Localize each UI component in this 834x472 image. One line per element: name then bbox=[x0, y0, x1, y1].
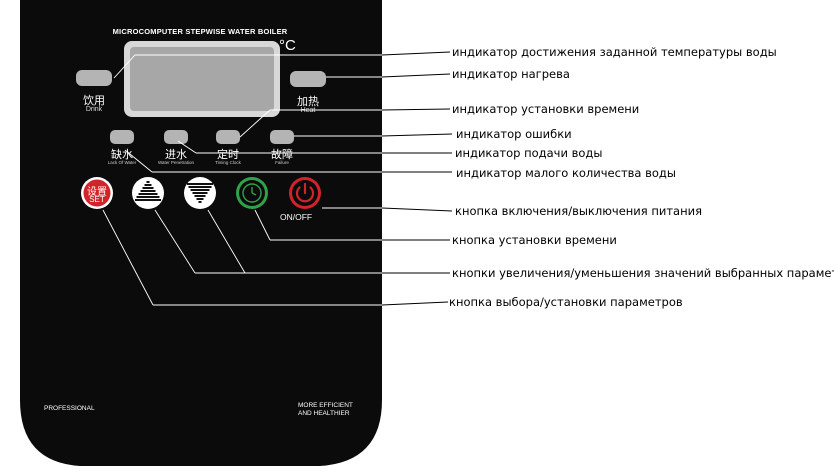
indicator-timing-clock bbox=[216, 130, 240, 144]
leader-clock bbox=[254, 209, 271, 241]
leader-drink bbox=[113, 54, 272, 79]
indicator-heat bbox=[290, 71, 326, 87]
label-error: индикатор ошибки bbox=[456, 127, 572, 141]
clock-icon bbox=[242, 183, 262, 203]
panel-title: MICROCOMPUTER STEPWISE WATER BOILER bbox=[112, 27, 288, 36]
timing-clock-label-cn: 定时 bbox=[217, 148, 239, 161]
footer-slogan-1: MORE EFFICIENT bbox=[298, 402, 353, 409]
label-power-button: кнопка включения/выключения питания bbox=[455, 204, 702, 218]
label-water-supply: индикатор подачи воды bbox=[455, 146, 603, 160]
indicator-drink bbox=[76, 70, 112, 86]
label-low-water: индикатор малого количества воды bbox=[456, 166, 676, 180]
celsius-unit: °C bbox=[279, 37, 296, 54]
set-button[interactable] bbox=[81, 177, 113, 209]
set-button-label-en: SET bbox=[89, 195, 105, 204]
leader-set bbox=[102, 209, 154, 306]
lack-of-water-label-en: Lack Of Water bbox=[107, 160, 137, 165]
triangle-down-icon bbox=[187, 183, 213, 203]
leader-timer-indicator bbox=[239, 109, 271, 138]
water-penetration-label-cn: 进水 bbox=[165, 148, 187, 161]
heat-label-en: Heat bbox=[300, 107, 316, 114]
leader-down bbox=[207, 209, 246, 274]
leader-lack-of-water bbox=[124, 149, 153, 173]
power-button[interactable] bbox=[289, 177, 321, 209]
label-heating: индикатор нагрева bbox=[452, 67, 570, 81]
drink-label-en: Drink bbox=[85, 106, 103, 113]
water-penetration-label-en: Water Penetration bbox=[157, 160, 195, 165]
decrease-button[interactable] bbox=[184, 177, 216, 209]
leader-water-penetration bbox=[177, 140, 197, 154]
footer-slogan-2: AND HEALTHIER bbox=[298, 410, 350, 417]
set-button-label-cn: 设置 bbox=[87, 187, 107, 198]
indicator-lack-of-water bbox=[110, 130, 134, 144]
power-icon bbox=[295, 182, 315, 203]
label-time-setting: индикатор установки времени bbox=[452, 102, 640, 116]
footer-professional: PROFESSIONAL bbox=[44, 405, 95, 412]
power-label: ON/OFF bbox=[280, 212, 313, 222]
indicator-failure bbox=[270, 130, 294, 144]
indicator-water-penetration bbox=[164, 130, 188, 144]
timing-clock-label-en: Timing Clock bbox=[215, 160, 241, 165]
label-temperature-reached: индикатор достижения заданной температур… bbox=[452, 45, 777, 59]
timer-button[interactable] bbox=[236, 177, 268, 209]
failure-label-cn: 故障 bbox=[271, 148, 293, 161]
drink-label-cn: 饮用 bbox=[83, 94, 105, 107]
label-set-button: кнопка выбора/установки параметров bbox=[449, 295, 683, 309]
failure-label-en: Failure bbox=[275, 160, 289, 165]
label-timer-button: кнопка установки времени bbox=[452, 233, 617, 247]
label-up-down-buttons: кнопки увеличения/уменьшения значений вы… bbox=[452, 266, 834, 280]
heat-label-cn: 加热 bbox=[297, 95, 319, 108]
lack-of-water-label-cn: 缺水 bbox=[111, 148, 133, 161]
leader-up bbox=[154, 209, 196, 274]
increase-button[interactable] bbox=[132, 177, 164, 209]
panel-body bbox=[20, 0, 382, 466]
device-control-panel bbox=[20, 0, 382, 466]
triangle-up-icon bbox=[135, 181, 161, 201]
